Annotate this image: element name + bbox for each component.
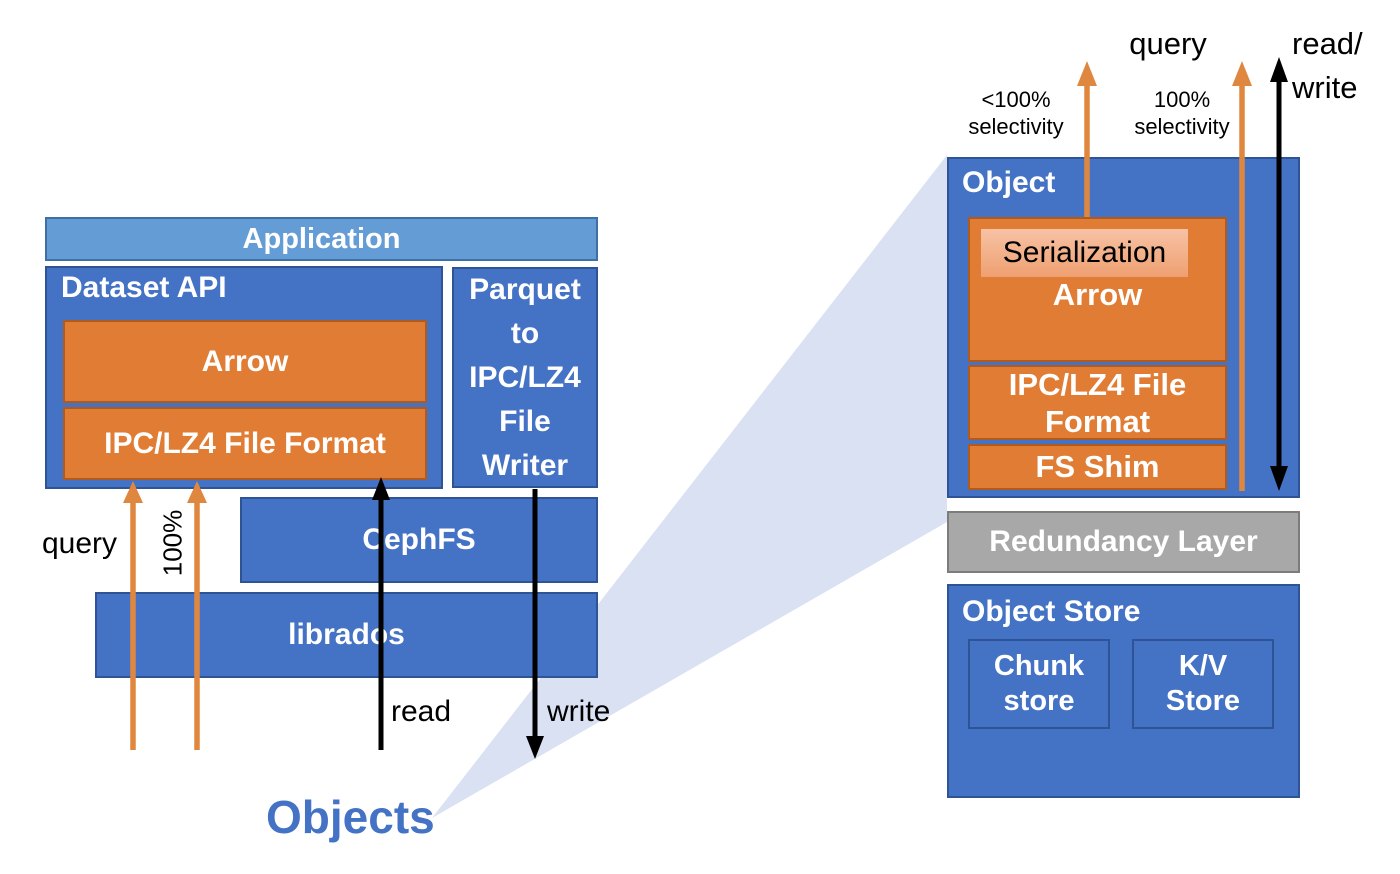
write-label: write xyxy=(547,695,611,728)
object-store-title: Object Store xyxy=(962,595,1141,628)
parquet-writer-box: Parquet to IPC/LZ4 File Writer xyxy=(452,267,598,488)
query-label-left: query xyxy=(42,527,118,560)
query-label-right: query xyxy=(1129,26,1207,61)
dataset-api-title: Dataset API xyxy=(61,271,227,304)
ipc-lz4-box-right: IPC/LZ4 File Format xyxy=(968,365,1227,440)
application-box: Application xyxy=(45,217,598,261)
arrow-label-right: Arrow xyxy=(1052,277,1143,312)
lt100-selectivity-label: <100% selectivity xyxy=(968,87,1064,139)
read-write-label: read/ write xyxy=(1292,26,1363,105)
kv-store-box: K/V Store xyxy=(1132,639,1274,729)
ipc-lz4-box-left: IPC/LZ4 File Format xyxy=(63,407,427,480)
cephfs-box: CephFS xyxy=(240,497,598,583)
full-selectivity-label: 100% selectivity xyxy=(1134,87,1230,139)
objects-caption: Objects xyxy=(266,791,435,843)
read-label: read xyxy=(391,695,452,728)
chunk-store-box: Chunk store xyxy=(968,639,1110,729)
librados-box: librados xyxy=(95,592,598,678)
fs-shim-box: FS Shim xyxy=(968,444,1227,490)
arrow-box-left: Arrow xyxy=(63,320,427,403)
selectivity-100-label-left: 100% xyxy=(157,509,188,577)
object-box-title: Object xyxy=(962,166,1056,199)
serialization-box: Serialization xyxy=(981,229,1188,277)
redundancy-layer-box: Redundancy Layer xyxy=(947,511,1300,573)
